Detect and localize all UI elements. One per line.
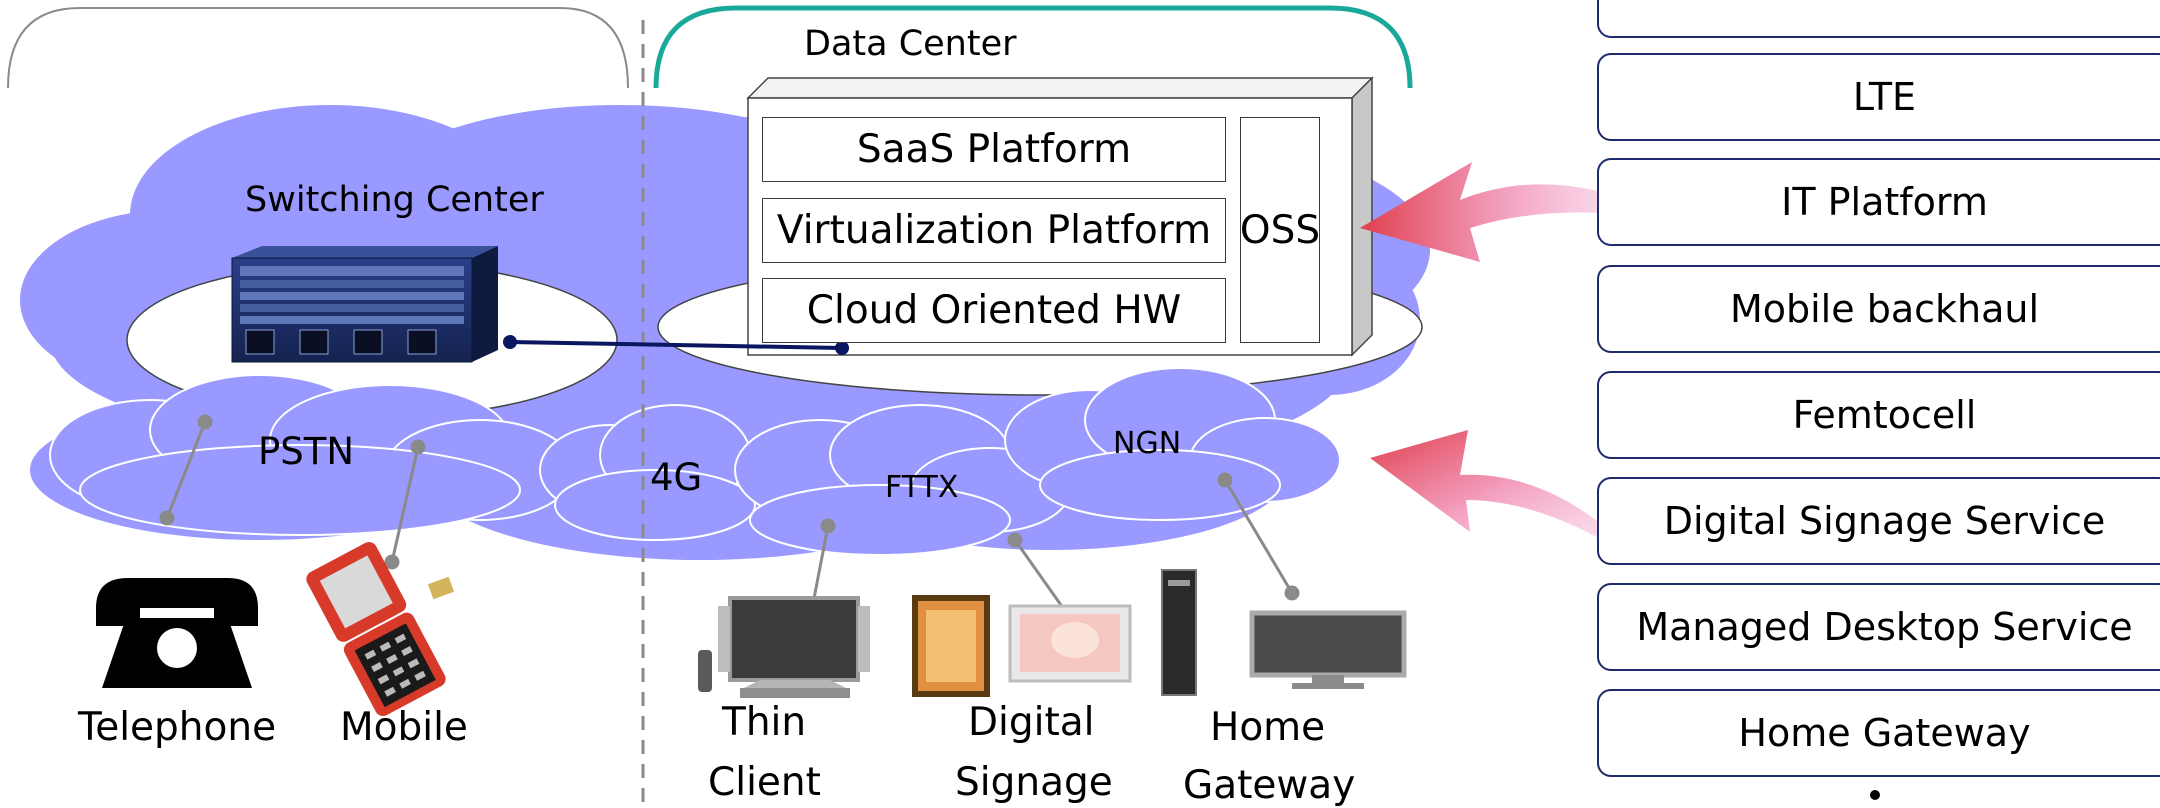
home-gateway-icon	[1161, 569, 1407, 696]
service-item-femtocell: Femtocell	[1597, 371, 2160, 459]
mobile-phone-icon	[306, 541, 455, 717]
arrow-services	[1370, 430, 1650, 570]
region-bracket-left	[7, 7, 629, 89]
fttx-label: FTTX	[885, 470, 959, 505]
cloud-oriented-hw-layer: Cloud Oriented HW	[762, 278, 1226, 343]
fourg-label: 4G	[650, 456, 703, 499]
arrow-oss	[1360, 162, 1680, 262]
service-item-home-gateway: Home Gateway	[1597, 689, 2160, 777]
ngn-label: NGN	[1113, 426, 1182, 461]
oss-layer: OSS	[1240, 117, 1320, 343]
switching-center-title: Switching Center	[245, 180, 544, 220]
data-center-bracket	[653, 5, 1413, 89]
list-continuation-dot	[1870, 790, 1880, 800]
thin-client-label-line2: Client	[708, 760, 821, 805]
digital-signage-icon	[912, 595, 1132, 697]
pstn-label: PSTN	[258, 430, 355, 473]
pstn-cloud	[49, 374, 576, 536]
service-item-oss: OSS	[1597, 0, 2160, 38]
link-node-right	[835, 341, 849, 355]
mobile-label: Mobile	[340, 705, 468, 750]
data-center-title: Data Center	[804, 24, 1017, 64]
service-item-managed-desktop-service: Managed Desktop Service	[1597, 583, 2160, 671]
saas-platform-layer: SaaS Platform	[762, 117, 1226, 182]
digital-signage-label-line2: Signage	[955, 760, 1113, 805]
thin-client-icon	[698, 596, 870, 698]
home-gateway-label-line2: Gateway	[1183, 763, 1356, 808]
link-node-left	[503, 335, 517, 349]
telephone-icon	[96, 578, 258, 688]
service-item-lte: LTE	[1597, 53, 2160, 141]
ngn-cloud	[1004, 367, 1341, 521]
service-item-mobile-backhaul: Mobile backhaul	[1597, 265, 2160, 353]
telephone-label: Telephone	[78, 705, 277, 750]
fourg-cloud	[539, 404, 756, 541]
virtualization-platform-layer: Virtualization Platform	[762, 198, 1226, 263]
digital-signage-label-line1: Digital	[968, 700, 1095, 745]
interconnect-link	[509, 340, 843, 350]
service-item-digital-signage-service: Digital Signage Service	[1597, 477, 2160, 565]
home-gateway-label-line1: Home	[1210, 705, 1326, 750]
thin-client-label-line1: Thin	[722, 700, 807, 745]
switch-server-image	[231, 246, 498, 363]
service-item-it-platform: IT Platform	[1597, 158, 2160, 246]
fttx-cloud	[734, 404, 1071, 556]
